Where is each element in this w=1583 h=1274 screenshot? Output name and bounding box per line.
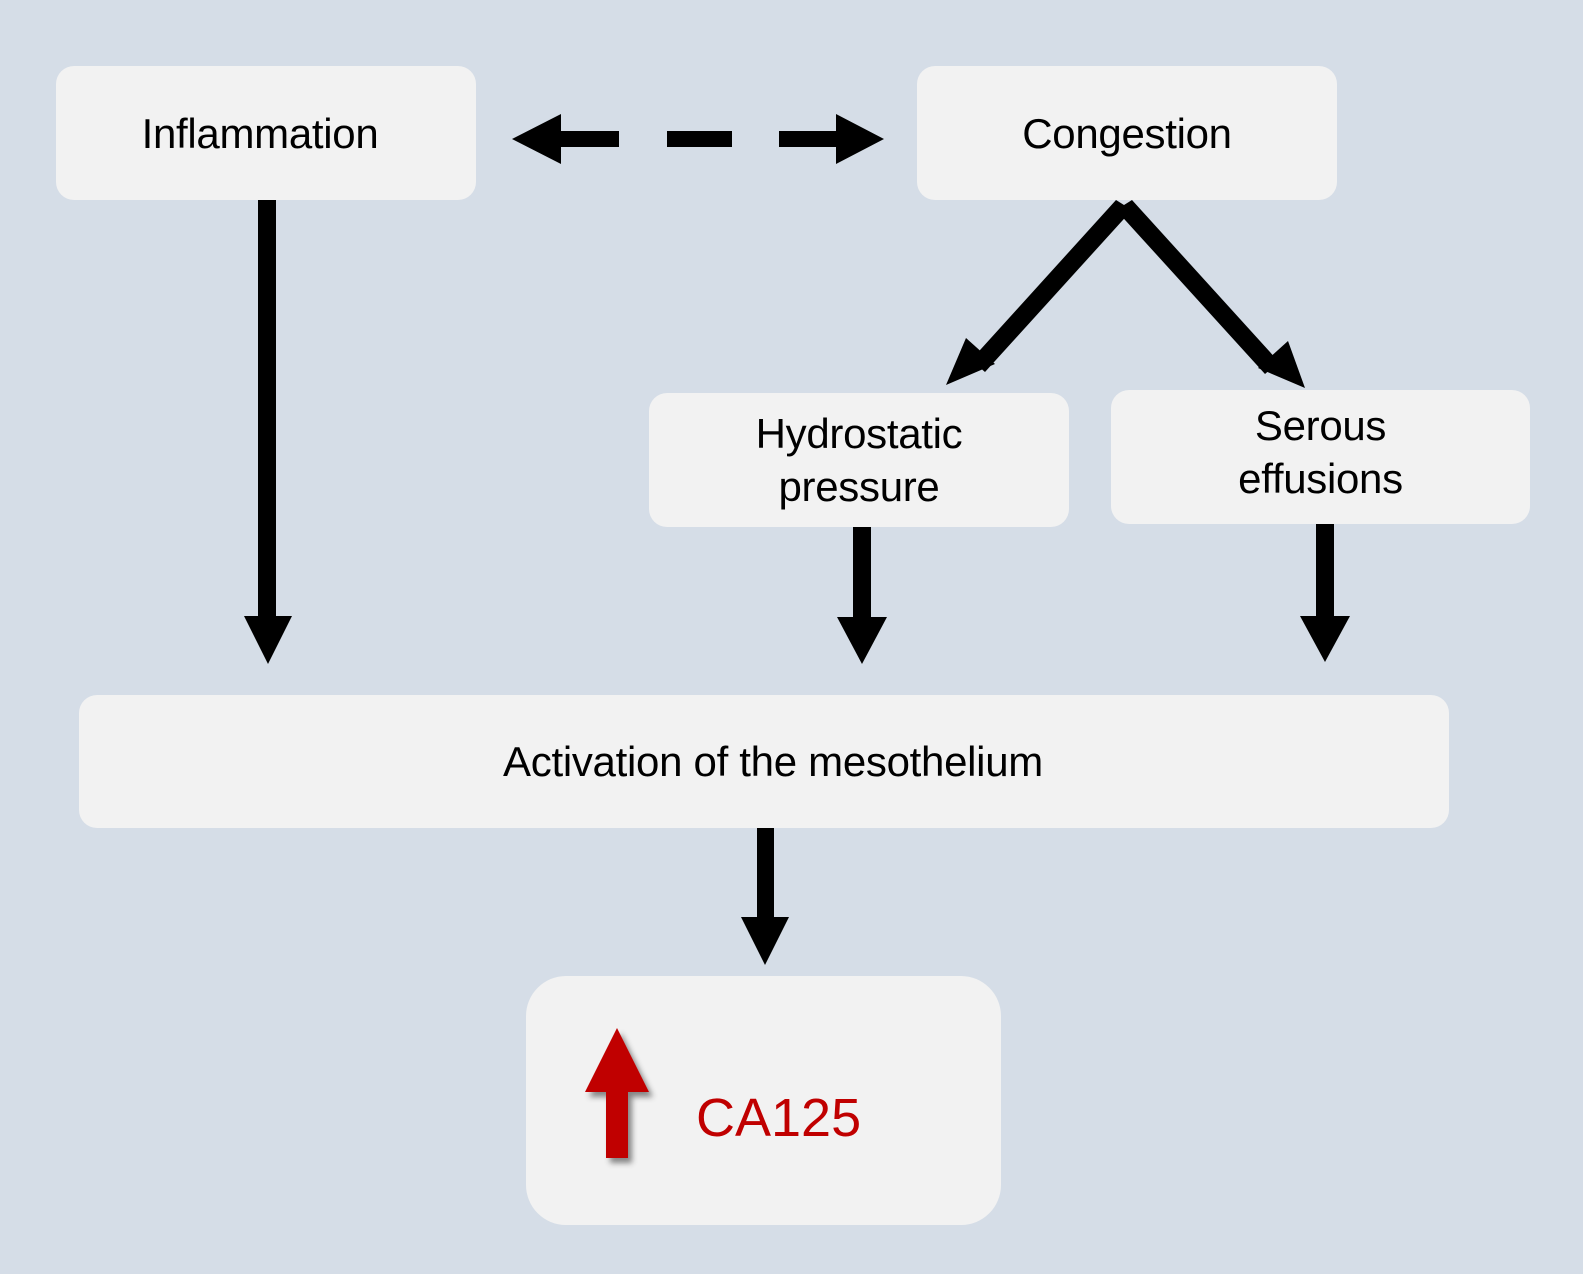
bidirectional-dashed-arrow	[512, 114, 884, 164]
arrow-activation-to-ca125	[741, 828, 789, 965]
node-label: Hydrostatic pressure	[756, 407, 963, 513]
node-label: Congestion	[1022, 109, 1232, 157]
ca125-label: CA125	[696, 1088, 862, 1148]
node-label: Serous effusions	[1238, 399, 1403, 505]
dash-segment	[667, 131, 732, 147]
node-label-line: Hydrostatic	[755, 410, 963, 457]
node-ca125: CA125	[526, 976, 1001, 1225]
node-label: Activation of the mesothelium	[503, 738, 1043, 785]
arrow-head-right	[779, 114, 884, 164]
arrow-serous-to-activation	[1300, 524, 1350, 662]
node-congestion: Congestion	[917, 66, 1337, 200]
arrow-head-left	[512, 114, 619, 164]
node-label: Inflammation	[141, 109, 379, 157]
node-inflammation: Inflammation	[56, 66, 476, 200]
node-hydrostatic-pressure: Hydrostatic pressure	[649, 393, 1069, 527]
arrow-hydrostatic-to-activation	[837, 527, 887, 664]
arrow-congestion-to-hydrostatic	[946, 200, 1132, 385]
increase-arrow-icon	[585, 1028, 649, 1158]
arrow-congestion-to-serous	[1116, 200, 1305, 388]
node-serous-effusions: Serous effusions	[1111, 390, 1530, 524]
node-label-line: effusions	[1238, 455, 1403, 502]
node-label-line: Serous	[1254, 402, 1387, 449]
node-activation-of-mesothelium: Activation of the mesothelium	[79, 695, 1449, 828]
arrow-inflammation-to-activation	[244, 200, 292, 664]
node-label-line: pressure	[778, 463, 940, 510]
